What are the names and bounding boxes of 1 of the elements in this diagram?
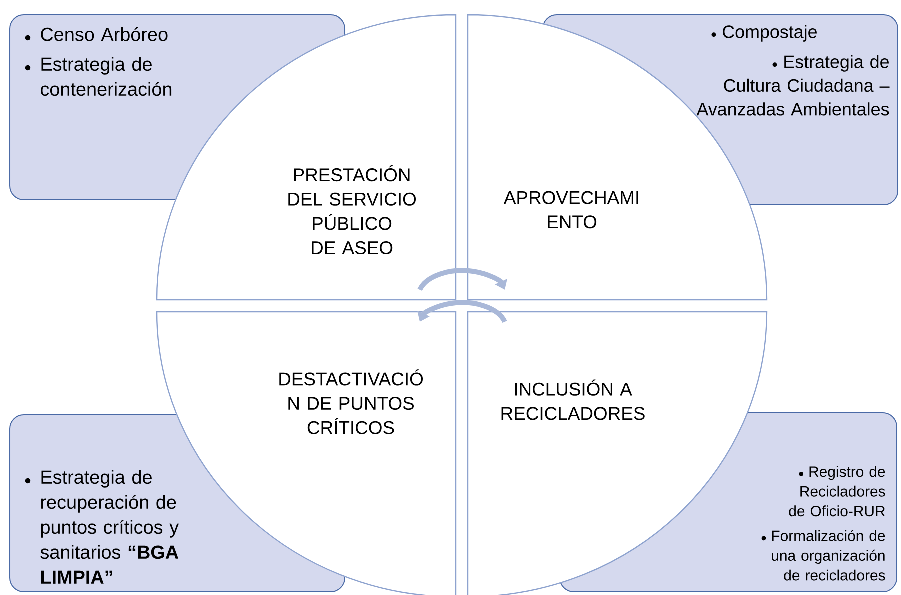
quadrant-segment: INCLUSIÓN A RECICLADORES	[467, 311, 768, 595]
